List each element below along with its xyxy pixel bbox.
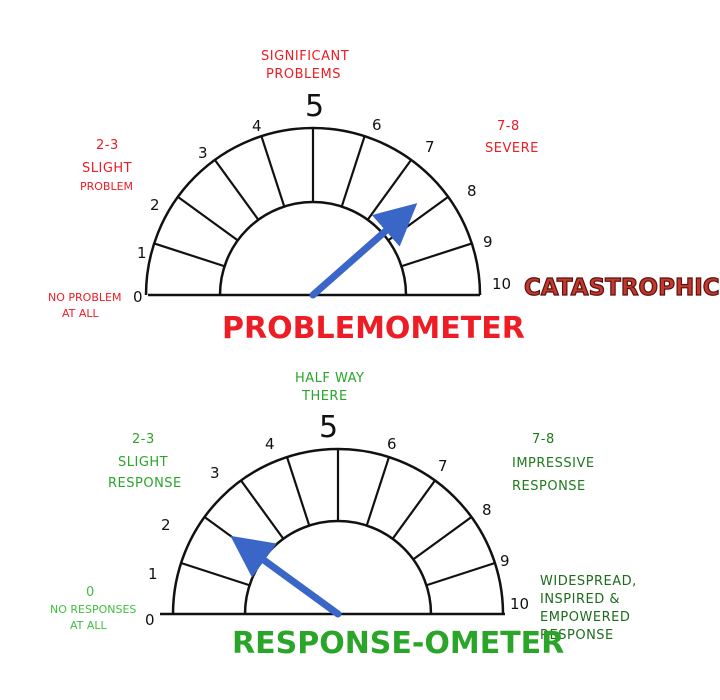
slight-response-label: SLIGHT (118, 455, 168, 470)
catastrophic-label: CATASTROPHIC (524, 275, 720, 301)
no-response-label-2: AT ALL (70, 619, 108, 632)
gauge-segment-divider (412, 516, 473, 561)
tick-1: 1 (148, 565, 158, 583)
impressive-label-2: RESPONSE (512, 479, 586, 494)
tick-9: 9 (483, 233, 493, 251)
severe-range: 7-8 (497, 119, 520, 134)
impressive-label: IMPRESSIVE (512, 456, 595, 471)
no-response-zero: 0 (86, 585, 95, 600)
tick-1: 1 (137, 244, 147, 262)
gauge-segment-divider (366, 159, 413, 221)
no-problem-label-2: AT ALL (62, 307, 100, 320)
tick-0: 0 (133, 288, 143, 306)
tick-5: 5 (319, 410, 338, 445)
tick-7: 7 (438, 457, 448, 475)
problemometer-ticks: 0 1 2 3 4 5 6 7 8 9 10 (133, 89, 511, 306)
gauge-segment-divider (153, 242, 225, 268)
widespread-label: WIDESPREAD, (540, 574, 637, 589)
tick-4: 4 (252, 117, 262, 135)
gauge-inner-arc (218, 200, 408, 296)
severe-label: SEVERE (485, 141, 539, 156)
tick-10: 10 (492, 275, 511, 293)
problemometer-needle (309, 203, 418, 299)
gauge-segment-divider (177, 195, 239, 242)
tick-5: 5 (305, 89, 324, 124)
tick-8: 8 (467, 182, 477, 200)
widespread-label-4: RESPONSE (540, 628, 614, 643)
tick-8: 8 (482, 501, 492, 519)
tick-3: 3 (210, 464, 220, 482)
slight-problem-label: SLIGHT (82, 161, 132, 176)
gauge-segment-divider (401, 242, 473, 268)
gauge-segment-divider (426, 561, 496, 587)
significant-label: SIGNIFICANT (261, 49, 349, 64)
widespread-label-3: EMPOWERED (540, 610, 630, 625)
tick-2: 2 (150, 196, 160, 214)
half-way-label: HALF WAY (295, 371, 365, 386)
problemometer-title: PROBLEMOMETER (222, 311, 525, 346)
tick-6: 6 (372, 116, 382, 134)
tick-0: 0 (145, 611, 155, 629)
gauge-segment-divider (260, 135, 286, 207)
half-way-label-2: THERE (301, 389, 348, 404)
responseometer-annotations: 0 NO RESPONSES AT ALL 2-3 SLIGHT RESPONS… (50, 371, 637, 661)
gauge-segment-divider (365, 456, 391, 526)
gauge-segment-divider (240, 479, 285, 540)
tick-6: 6 (387, 435, 397, 453)
problemometer: 0 1 2 3 4 5 6 7 8 9 10 NO PROBLEM AT ALL… (48, 49, 720, 346)
tick-9: 9 (500, 552, 510, 570)
gauge-segment-divider (213, 159, 260, 221)
gauge-segment-divider (391, 479, 436, 540)
tick-10: 10 (510, 595, 529, 613)
slight-response-label-2: RESPONSE (108, 476, 182, 491)
slight-problem-label-2: PROBLEM (80, 180, 133, 193)
problemometer-annotations: NO PROBLEM AT ALL 2-3 SLIGHT PROBLEM SIG… (48, 49, 720, 346)
tick-7: 7 (425, 138, 435, 156)
gauge-segment-divider (180, 561, 250, 587)
tick-2: 2 (161, 516, 171, 534)
responseometer: 0 1 2 3 4 5 6 7 8 9 10 0 NO RESPONSES AT… (50, 371, 637, 661)
slight-problem-range: 2-3 (96, 138, 119, 153)
impressive-range: 7-8 (532, 432, 555, 447)
no-response-label: NO RESPONSES (50, 603, 136, 616)
significant-label-2: PROBLEMS (266, 67, 341, 82)
slight-response-range: 2-3 (132, 432, 155, 447)
responseometer-ticks: 0 1 2 3 4 5 6 7 8 9 10 (145, 410, 529, 629)
widespread-label-2: INSPIRED & (540, 592, 620, 607)
gauge-segment-divider (285, 456, 311, 526)
gauge-segment-divider (340, 135, 366, 207)
responseometer-needle (230, 535, 342, 618)
responseometer-title: RESPONSE-OMETER (232, 626, 564, 661)
tick-4: 4 (265, 435, 275, 453)
tick-3: 3 (198, 144, 208, 162)
no-problem-label: NO PROBLEM (48, 291, 121, 304)
